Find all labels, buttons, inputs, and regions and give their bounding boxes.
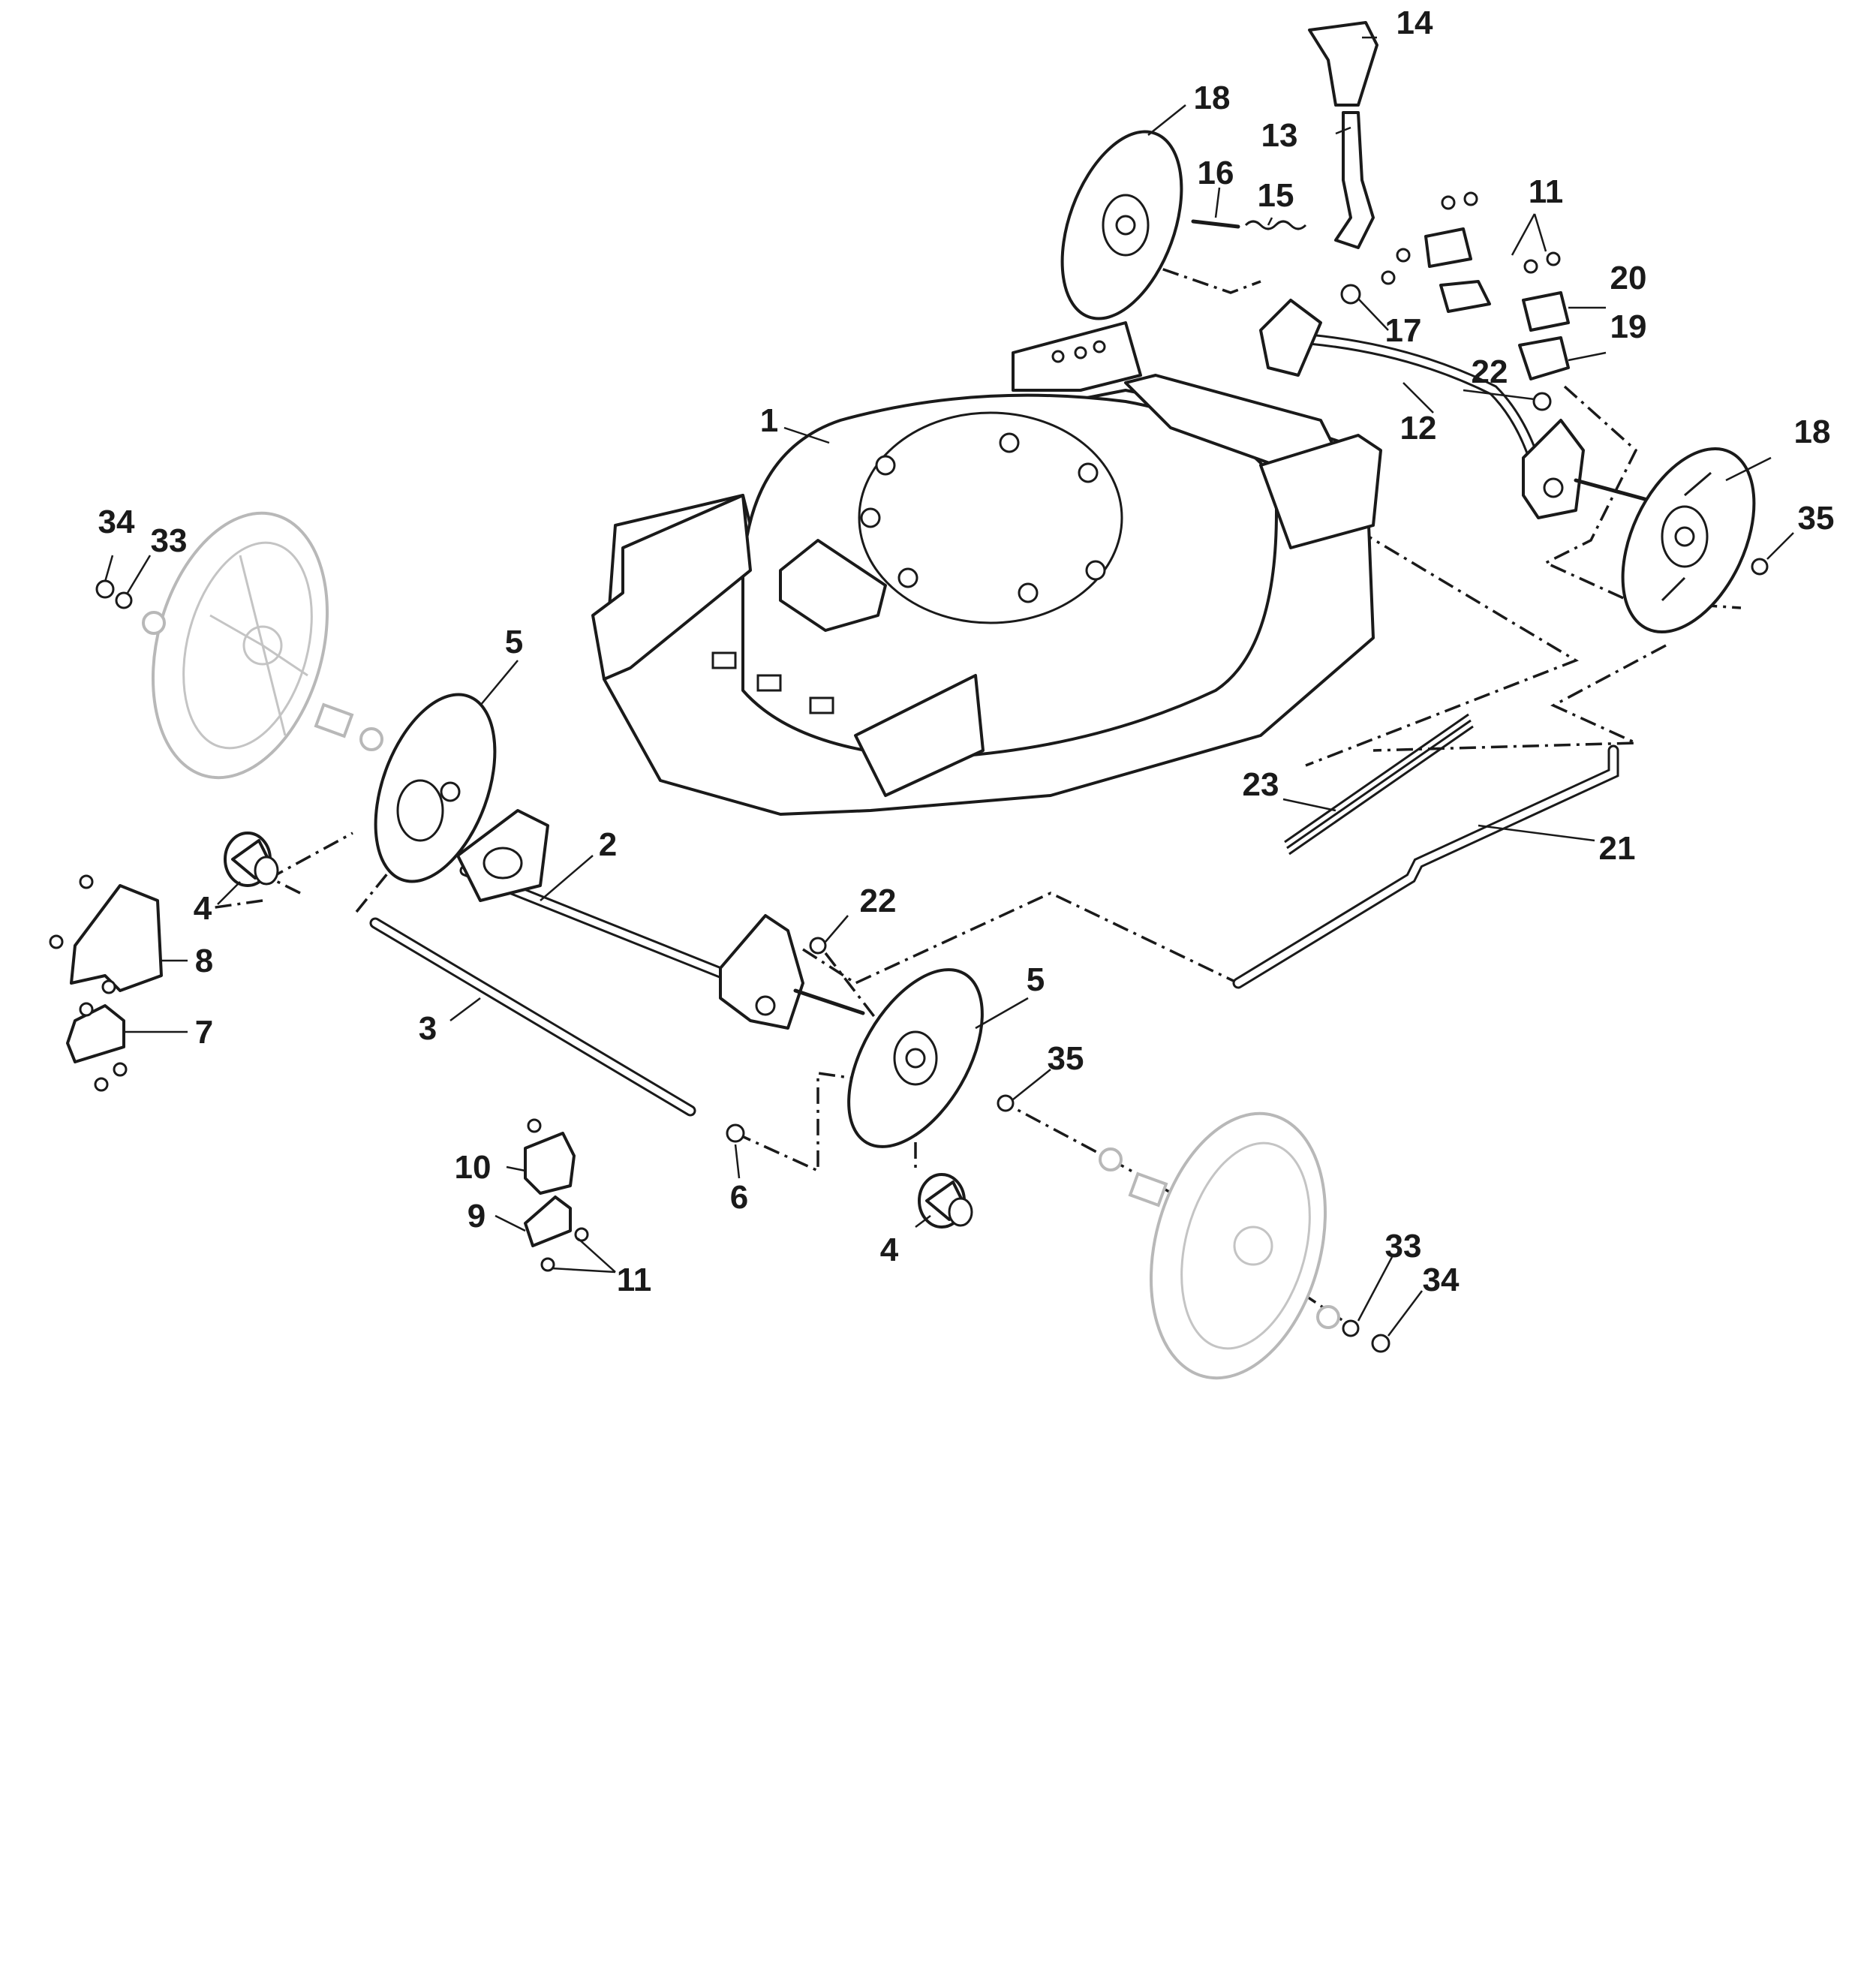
front-wheel-cover-right: [847, 968, 984, 1148]
bushing-4-left: [224, 832, 279, 887]
callout-5b: 5: [1027, 961, 1045, 998]
mower-deck: [591, 321, 1382, 816]
bracket-8: [49, 874, 163, 994]
bushing-4-right: [918, 1173, 973, 1229]
callout-16: 16: [1198, 155, 1234, 191]
washer-35-rear: [1751, 558, 1769, 576]
bracket-7: [66, 1002, 128, 1092]
callout-23: 23: [1243, 766, 1279, 803]
callout-4b: 4: [880, 1232, 899, 1268]
callout-10: 10: [455, 1149, 492, 1186]
callout-34a: 34: [98, 504, 135, 540]
callout-12: 12: [1400, 410, 1437, 447]
leader-lines: [104, 36, 1794, 1337]
callout-22a: 22: [1472, 353, 1508, 390]
callout-8: 8: [195, 943, 213, 979]
callout-19: 19: [1610, 308, 1647, 345]
callout-33a: 33: [151, 522, 188, 559]
front-wheel-cover-left: [374, 693, 497, 883]
bracket-10: [524, 1118, 576, 1195]
callout-33b: 33: [1385, 1228, 1422, 1265]
callout-5a: 5: [505, 624, 523, 660]
rear-axle-assembly: [1191, 21, 1661, 519]
callout-15: 15: [1258, 177, 1294, 214]
callout-18b: 18: [1794, 414, 1831, 450]
callout-21: 21: [1599, 830, 1636, 867]
bracket-9: [524, 1196, 589, 1272]
callout-22b: 22: [860, 883, 897, 919]
spring-23: [1284, 713, 1474, 856]
callout-1: 1: [760, 402, 778, 439]
callout-14: 14: [1396, 5, 1433, 41]
rear-wheel-cover-right: [1621, 447, 1756, 634]
rear-wheel-cover-left: [1060, 130, 1183, 320]
front-axle-assembly: [369, 809, 865, 1143]
callout-20: 20: [1610, 260, 1647, 296]
callout-11a: 11: [1529, 173, 1564, 210]
callout-2: 2: [599, 826, 617, 863]
callout-7: 7: [195, 1014, 213, 1051]
rod-21: [1232, 744, 1619, 989]
callout-13: 13: [1261, 117, 1298, 154]
callout-35b: 35: [1048, 1040, 1084, 1077]
callout-3: 3: [419, 1010, 437, 1047]
callout-18a: 18: [1194, 80, 1231, 116]
callout-34b: 34: [1423, 1262, 1460, 1298]
washer-35-front: [997, 1094, 1015, 1112]
wheel-rear-left: [95, 511, 383, 780]
callout-11b: 11: [617, 1262, 652, 1298]
wheel-front-right: [1099, 1111, 1390, 1380]
callout-17: 17: [1385, 312, 1422, 349]
callout-6: 6: [730, 1179, 748, 1216]
callout-35a: 35: [1798, 500, 1835, 537]
callouts: 1 2 3 4 4 5 5 6 7 8 9 10 11 11 12 13 14 …: [98, 5, 1835, 1298]
callout-9: 9: [467, 1198, 486, 1235]
callout-4a: 4: [194, 890, 212, 927]
